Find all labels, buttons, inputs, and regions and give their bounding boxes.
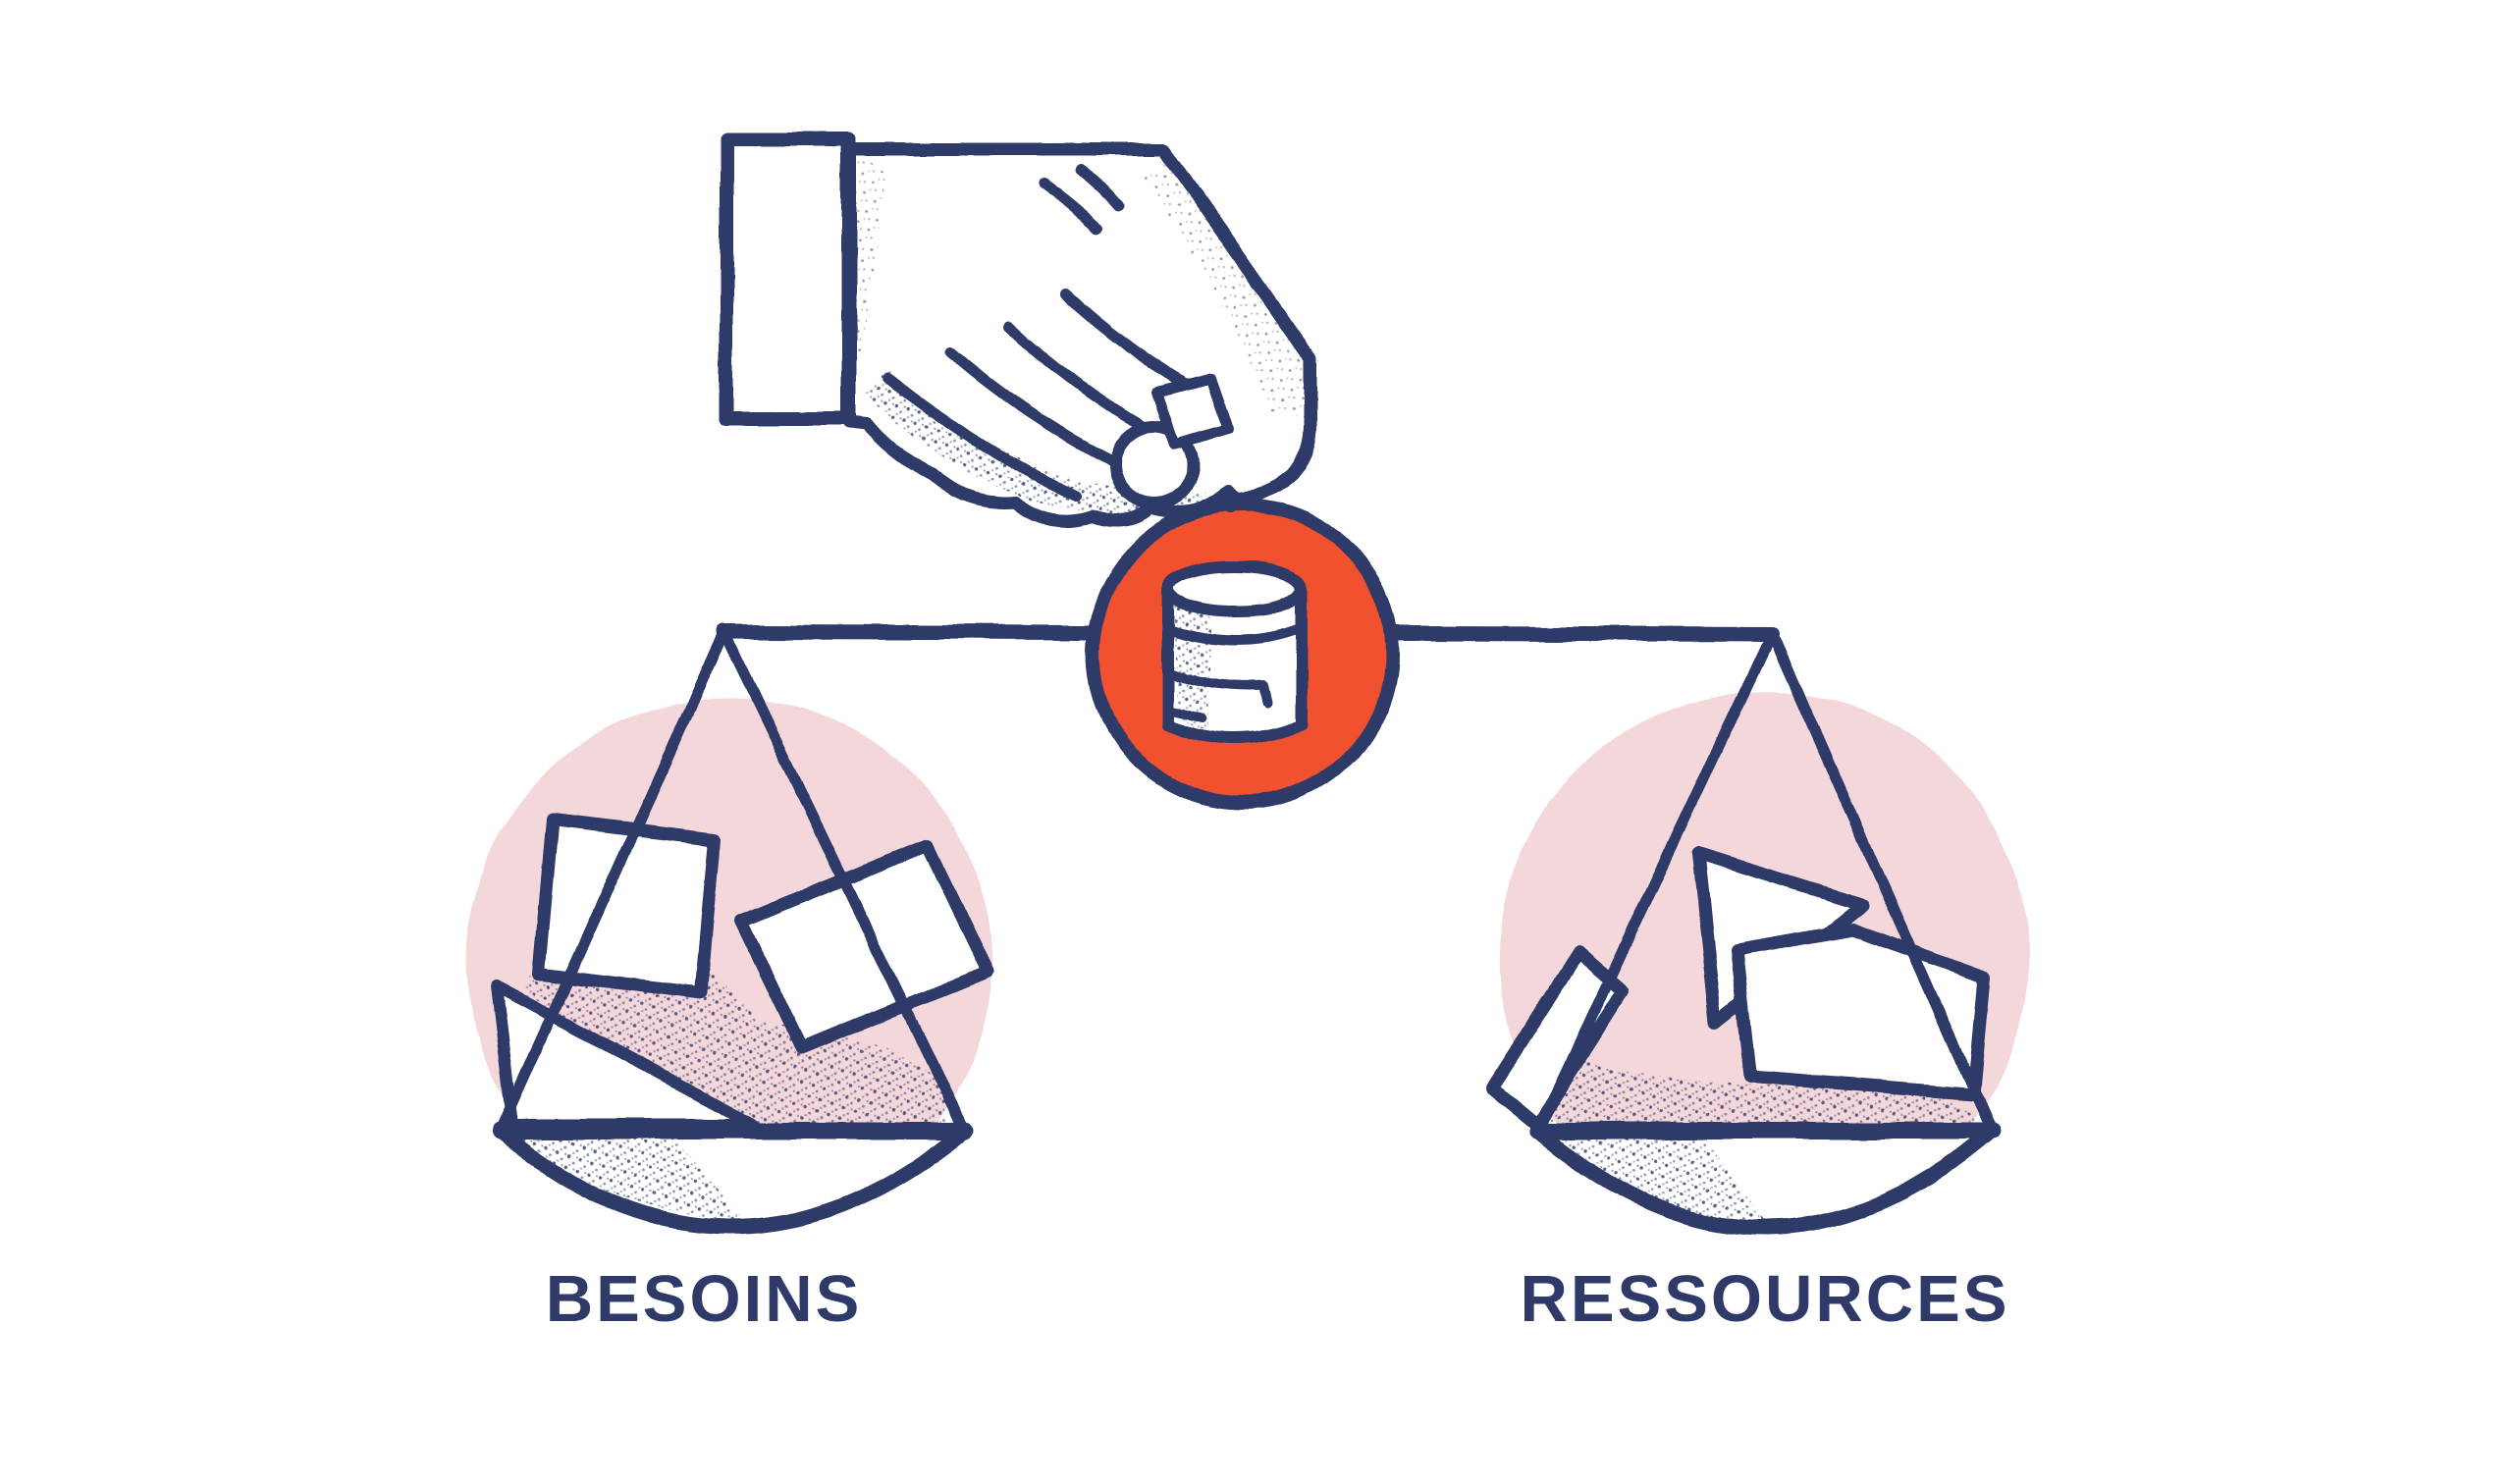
center-fulcrum xyxy=(1087,498,1399,810)
right-hanger-strings xyxy=(1532,628,1998,1137)
coin-stack-icon xyxy=(1162,560,1308,744)
left-hanger-strings xyxy=(494,626,971,1137)
sleeve-cuff-icon xyxy=(720,132,855,425)
right-pan-shadow-hatching xyxy=(1551,1048,1977,1125)
hand-icon xyxy=(720,132,1316,528)
hand-edge-hatching xyxy=(1143,162,1306,418)
left-pan xyxy=(490,626,994,1235)
pan-block xyxy=(734,838,994,1055)
finger-crease-lines xyxy=(882,163,1202,502)
right-pan xyxy=(1485,628,2001,1236)
left-pan-label: BESOINS xyxy=(546,1262,863,1336)
left-bowl-hatching xyxy=(500,1131,748,1225)
pan-block xyxy=(1485,946,1630,1132)
right-pan-label: RESSOURCES xyxy=(1520,1262,2009,1336)
fingernail xyxy=(1152,373,1235,450)
right-bowl-hatching xyxy=(1538,1131,1769,1229)
cuff-shadow-hatching xyxy=(852,157,887,408)
